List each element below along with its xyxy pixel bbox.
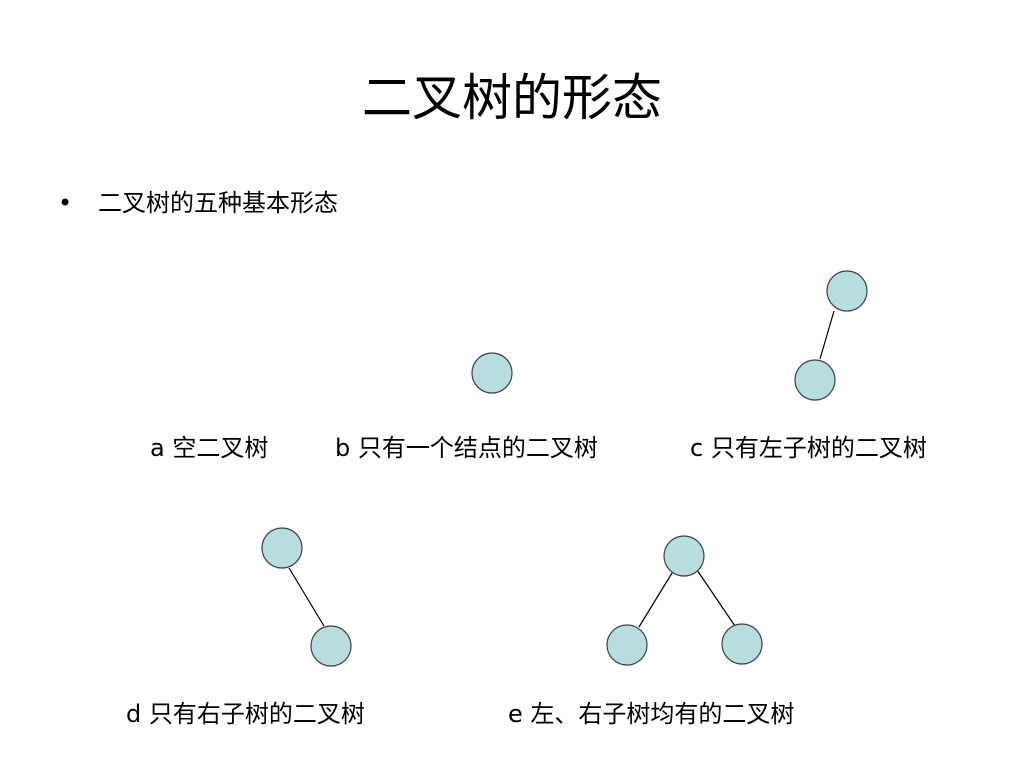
- tree-c: [794, 270, 868, 401]
- tree-e-root-node: [663, 535, 705, 577]
- caption-a-empty-tree: a 空二叉树: [150, 434, 269, 462]
- caption-d-right-subtree: d 只有右子树的二叉树: [126, 700, 365, 728]
- tree-e-right-edge: [696, 569, 736, 627]
- bullet-dot-icon: •: [58, 189, 73, 217]
- tree-e-right-node: [721, 623, 763, 665]
- tree-c-left-edge: [819, 310, 835, 360]
- tree-d-right-node: [310, 625, 352, 667]
- caption-c-left-subtree: c 只有左子树的二叉树: [690, 434, 927, 462]
- caption-e-both-subtrees: e 左、右子树均有的二叉树: [508, 700, 795, 728]
- tree-c-root-node: [826, 270, 868, 312]
- bullet-item: • 二叉树的五种基本形态: [58, 185, 338, 221]
- tree-e: [606, 535, 763, 666]
- slide-title: 二叉树的形态: [362, 69, 662, 127]
- tree-c-left-node: [794, 359, 836, 401]
- tree-d-root-node: [261, 527, 303, 569]
- tree-b: [471, 352, 513, 394]
- tree-d-right-edge: [288, 567, 325, 627]
- tree-d: [261, 527, 352, 667]
- tree-e-left-node: [606, 624, 648, 666]
- tree-e-left-edge: [638, 572, 673, 628]
- caption-b-single-node: b 只有一个结点的二叉树: [335, 434, 598, 462]
- tree-b-root-node: [471, 352, 513, 394]
- bullet-text: 二叉树的五种基本形态: [98, 189, 338, 217]
